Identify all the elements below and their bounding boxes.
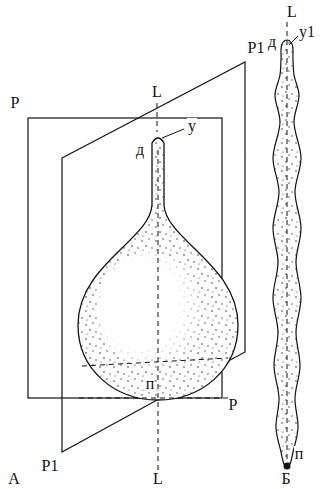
callout-label: у [187,118,197,134]
hidden-edge [82,358,228,366]
axis-label: L [286,4,298,20]
leader-line [162,129,184,138]
axis-line [287,22,288,470]
plane-label: Р [228,397,239,413]
pole-label: д [135,142,145,158]
callout-label: у1 [298,24,316,40]
leader-line [289,36,298,45]
pole-label: д [267,34,277,50]
posterior-tip [284,463,291,470]
pole-label: п [145,376,156,392]
axis-label: L [151,84,163,100]
axis-line [158,150,159,470]
axis-line [157,103,158,132]
plane-label: Р1 [247,40,266,56]
axis-label: L [152,471,164,487]
panel-label: А [7,471,21,487]
plane-label: Р [10,95,21,111]
panel-label: Б [280,471,291,487]
plane-label: Р1 [41,458,60,474]
pole-label: п [294,446,305,462]
